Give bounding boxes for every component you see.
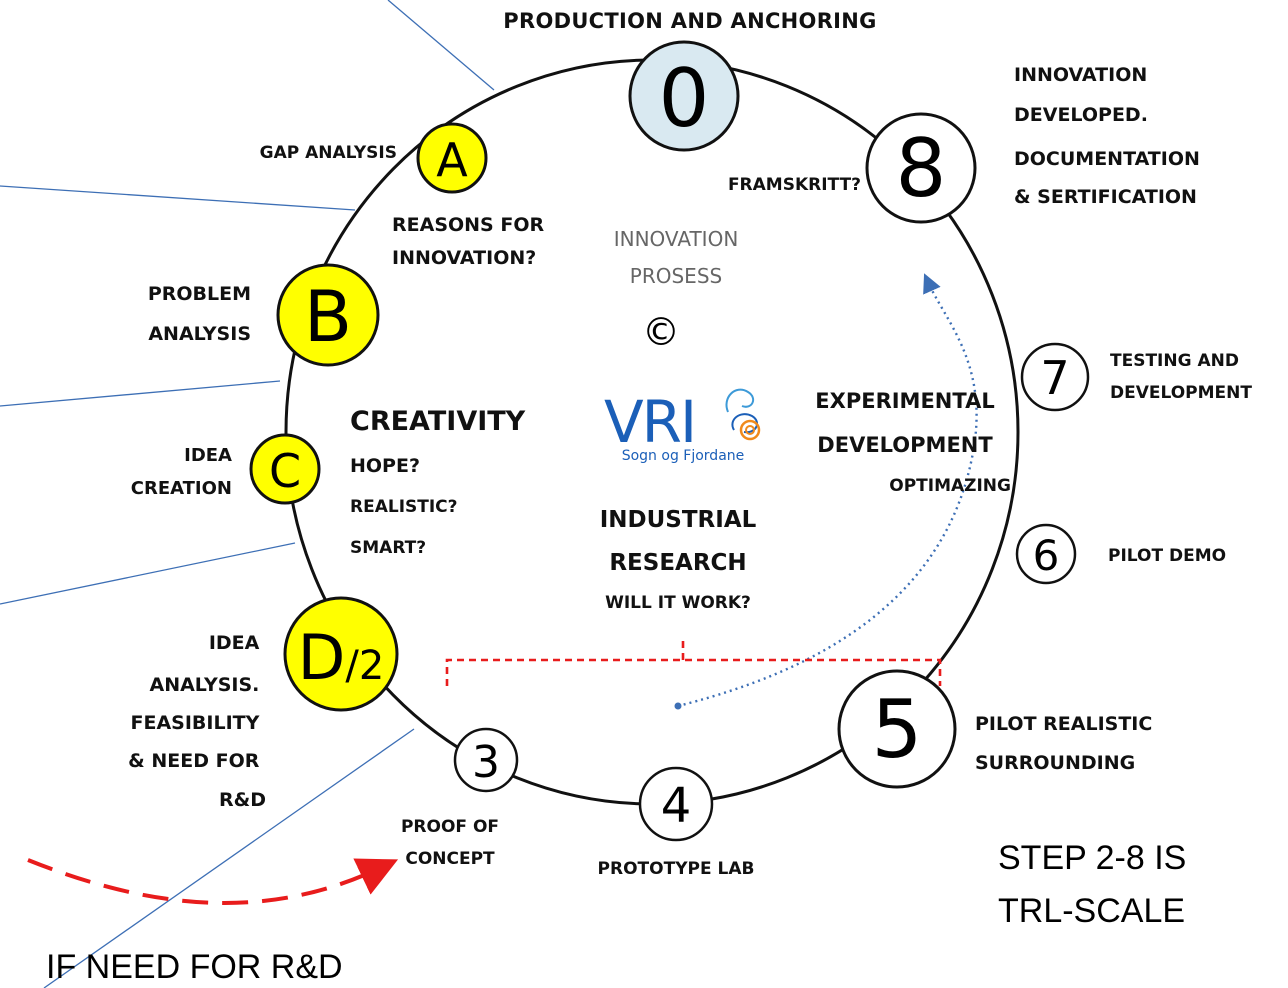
connector-line-top bbox=[387, 0, 495, 91]
node-4: 4 bbox=[638, 766, 714, 842]
svg-text:3: 3 bbox=[472, 737, 500, 788]
top-label: PRODUCTION AND ANCHORING bbox=[503, 9, 876, 33]
node-b: B bbox=[276, 263, 380, 367]
svg-text:6: 6 bbox=[1033, 531, 1060, 580]
svg-text:D/2: D/2 bbox=[298, 621, 385, 694]
svg-text:Sogn og Fjordane: Sogn og Fjordane bbox=[622, 448, 745, 464]
gap-analysis-label: GAP ANALYSIS bbox=[260, 143, 397, 163]
framskritt-label: FRAMSKRITT? bbox=[728, 175, 861, 195]
research-bracket bbox=[445, 637, 942, 686]
node-c: C bbox=[249, 433, 321, 505]
idea-analysis-label: IDEA ANALYSIS. FEASIBILITY & NEED FOR R&… bbox=[128, 632, 266, 811]
svg-text:8: 8 bbox=[896, 122, 947, 215]
svg-text:7: 7 bbox=[1040, 351, 1069, 405]
node-3: 3 bbox=[453, 727, 519, 793]
will-it-work-label: WILL IT WORK? bbox=[605, 593, 751, 613]
realistic-label: REALISTIC? bbox=[350, 497, 458, 517]
need-for-rd-arrow bbox=[27, 858, 399, 905]
svg-text:0: 0 bbox=[659, 52, 710, 145]
svg-text:A: A bbox=[436, 133, 468, 187]
industrial-label: INDUSTRIAL bbox=[600, 507, 757, 533]
node-d2: D/2 bbox=[283, 596, 399, 712]
documentation-label: DOCUMENTATION& SERTIFICATION bbox=[1014, 148, 1200, 208]
if-need-rd-note: IF NEED FOR R&D bbox=[46, 948, 343, 986]
node-7: 7 bbox=[1020, 342, 1090, 412]
optimazing-label: OPTIMAZING bbox=[889, 476, 1011, 496]
hope-label: HOPE? bbox=[350, 455, 420, 477]
node-8: 8 bbox=[865, 112, 977, 224]
connector-line-d bbox=[43, 728, 415, 988]
node-0: 0 bbox=[628, 40, 740, 152]
connector-line-b bbox=[0, 380, 281, 407]
copyright-symbol: © bbox=[642, 310, 680, 354]
vri-logo: VRI Sogn og Fjordane bbox=[604, 388, 761, 464]
development-label: DEVELOPMENT bbox=[817, 433, 993, 457]
svg-text:5: 5 bbox=[872, 683, 923, 776]
pilot-demo-label: PILOT DEMO bbox=[1108, 546, 1226, 566]
research-label: RESEARCH bbox=[609, 550, 746, 576]
connector-line-c bbox=[0, 542, 296, 605]
node-a: A bbox=[416, 122, 488, 194]
svg-text:4: 4 bbox=[661, 778, 692, 834]
node-5: 5 bbox=[837, 669, 957, 789]
smart-label: SMART? bbox=[350, 538, 426, 558]
svg-text:C: C bbox=[269, 444, 301, 498]
svg-text:VRI: VRI bbox=[604, 388, 695, 456]
prototype-lab-label: PROTOTYPE LAB bbox=[598, 859, 755, 879]
experimental-label: EXPERIMENTAL bbox=[815, 389, 994, 413]
svg-text:B: B bbox=[304, 276, 352, 358]
dotted-arrow-origin bbox=[674, 702, 682, 710]
node-6: 6 bbox=[1015, 523, 1077, 585]
creativity-label: CREATIVITY bbox=[350, 406, 526, 437]
connector-line-a bbox=[0, 185, 356, 211]
